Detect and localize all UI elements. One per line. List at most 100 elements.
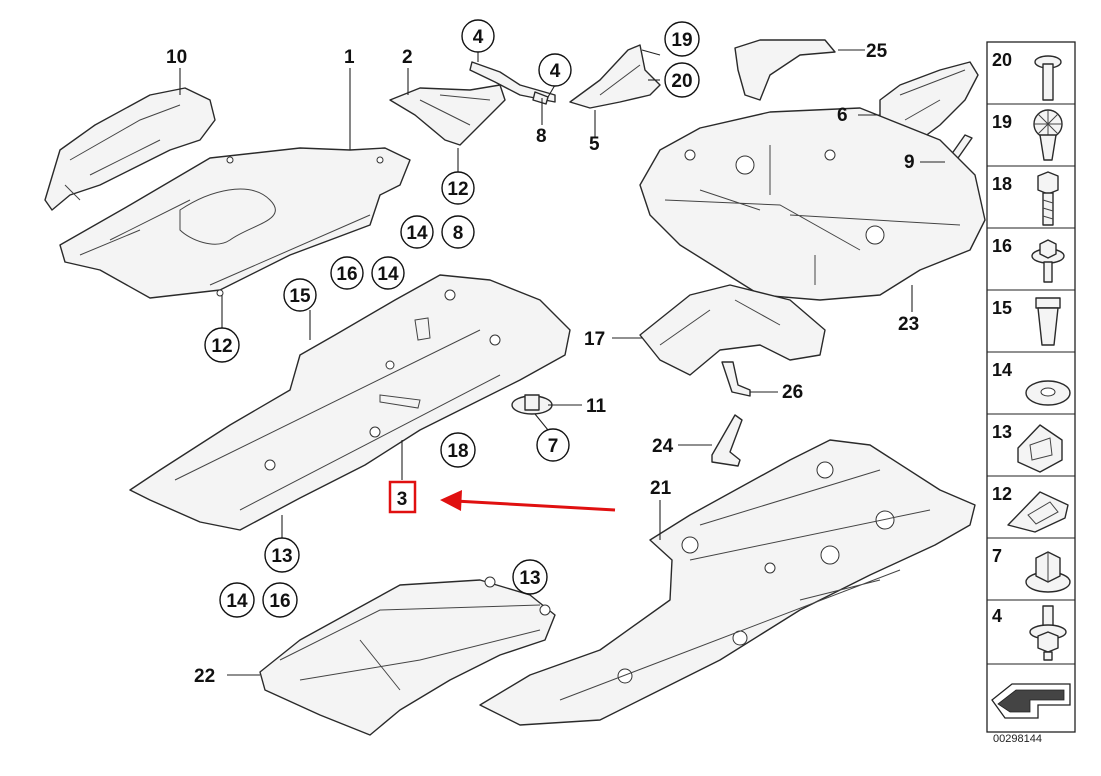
svg-text:13: 13 xyxy=(271,546,292,567)
svg-text:8: 8 xyxy=(453,223,464,244)
callout-labels: 10 1 2 8 5 25 6 9 23 17 11 26 24 21 22 xyxy=(166,41,919,687)
callout-23: 23 xyxy=(898,314,919,335)
svg-text:4: 4 xyxy=(550,61,561,82)
svg-text:14: 14 xyxy=(992,360,1012,380)
svg-text:12: 12 xyxy=(211,336,232,357)
hardware-legend: 20 19 18 16 xyxy=(986,41,1076,733)
svg-text:14: 14 xyxy=(406,223,428,244)
hex-bolt-icon xyxy=(1037,171,1059,226)
sheet-nut-icon xyxy=(1007,491,1069,533)
svg-text:16: 16 xyxy=(269,591,290,612)
legend-row-19: 19 xyxy=(992,109,1063,161)
svg-text:20: 20 xyxy=(671,71,692,92)
red-arrow-icon xyxy=(440,490,616,512)
callout-17: 17 xyxy=(584,329,605,350)
leader-lines xyxy=(179,49,945,676)
callout-25: 25 xyxy=(866,41,888,62)
part-26-bracket xyxy=(721,361,751,397)
part-1-underbody-panel xyxy=(59,147,411,299)
spring-clip-icon xyxy=(1017,424,1063,473)
hex-nut-icon xyxy=(1025,551,1071,593)
part-8-bracket xyxy=(469,61,556,105)
circled-callouts: 4 4 19 20 12 14 8 16 xyxy=(204,19,700,618)
part-25-bracket xyxy=(734,39,836,101)
callout-12b: 12 xyxy=(204,327,240,363)
part-17-bracket xyxy=(639,284,826,376)
diagram-number: 00298144 xyxy=(993,733,1042,745)
legend-row-20: 20 xyxy=(992,50,1062,101)
callout-16a: 16 xyxy=(330,256,364,290)
svg-text:4: 4 xyxy=(992,606,1002,626)
legend-row-13: 13 xyxy=(992,422,1063,473)
callout-10: 10 xyxy=(166,47,187,68)
callout-26: 26 xyxy=(782,382,803,403)
callout-24: 24 xyxy=(652,436,674,457)
svg-text:14: 14 xyxy=(377,264,399,285)
bolt-icon xyxy=(1034,55,1062,101)
callout-4b: 4 xyxy=(538,53,572,87)
stud-bolt-icon xyxy=(1029,605,1067,661)
callout-14b: 14 xyxy=(371,256,405,290)
svg-text:14: 14 xyxy=(226,591,248,612)
part-23-underbody-panel xyxy=(639,107,986,301)
callout-14a: 14 xyxy=(400,215,434,249)
legend-row-4: 4 xyxy=(992,605,1067,661)
callout-15: 15 xyxy=(283,278,317,312)
callout-18: 18 xyxy=(440,432,476,468)
callout-8b: 8 xyxy=(441,215,475,249)
part-21-underbody-panel xyxy=(479,439,976,726)
callout-21: 21 xyxy=(650,478,672,499)
callout-20: 20 xyxy=(664,62,700,98)
callout-12a: 12 xyxy=(441,171,475,205)
part-10-shield xyxy=(44,87,216,211)
washer-icon xyxy=(1025,380,1071,406)
collar-screw-icon xyxy=(1031,239,1065,283)
svg-text:16: 16 xyxy=(992,236,1012,256)
part-5-bracket xyxy=(569,44,661,109)
callout-1: 1 xyxy=(344,47,355,68)
svg-text:12: 12 xyxy=(447,179,468,200)
legend-row-15: 15 xyxy=(992,297,1061,346)
svg-text:13: 13 xyxy=(519,568,540,589)
svg-text:12: 12 xyxy=(992,484,1012,504)
clip-nut-icon xyxy=(1035,297,1061,346)
callout-2: 2 xyxy=(402,47,413,68)
callout-6: 6 xyxy=(837,105,848,126)
svg-text:15: 15 xyxy=(289,286,311,307)
svg-text:7: 7 xyxy=(992,546,1002,566)
svg-text:16: 16 xyxy=(336,264,357,285)
part-3-underbody-panel xyxy=(129,274,571,531)
callout-14c: 14 xyxy=(219,582,255,618)
highlight-callout-3: 3 xyxy=(388,480,417,514)
callout-7: 7 xyxy=(536,428,570,462)
callout-4a: 4 xyxy=(461,19,495,53)
svg-text:18: 18 xyxy=(447,441,468,462)
part-2-bracket xyxy=(389,84,506,146)
callout-16b: 16 xyxy=(262,582,298,618)
legend-row-18: 18 xyxy=(992,171,1059,226)
legend-row-7: 7 xyxy=(992,546,1071,593)
callout-5: 5 xyxy=(589,134,600,155)
callout-13b: 13 xyxy=(512,559,548,595)
svg-text:19: 19 xyxy=(992,112,1012,132)
callout-19: 19 xyxy=(664,21,700,57)
svg-text:19: 19 xyxy=(671,30,692,51)
callout-9: 9 xyxy=(904,152,915,173)
callout-13a: 13 xyxy=(264,537,300,573)
svg-text:7: 7 xyxy=(548,436,559,457)
svg-text:4: 4 xyxy=(473,27,484,48)
legend-row-14: 14 xyxy=(992,360,1071,406)
svg-text:18: 18 xyxy=(992,174,1012,194)
svg-text:15: 15 xyxy=(992,298,1012,318)
part-11-nut xyxy=(511,394,553,415)
part-24-bracket xyxy=(711,414,743,467)
legend-row-12: 12 xyxy=(992,484,1069,533)
callout-8a: 8 xyxy=(536,126,547,147)
callout-11: 11 xyxy=(586,396,607,417)
part-22-tray xyxy=(259,576,556,736)
direction-arrow-icon xyxy=(991,683,1071,719)
svg-text:20: 20 xyxy=(992,50,1012,70)
svg-text:3: 3 xyxy=(397,489,408,510)
expanding-rivet-icon xyxy=(1033,109,1063,161)
